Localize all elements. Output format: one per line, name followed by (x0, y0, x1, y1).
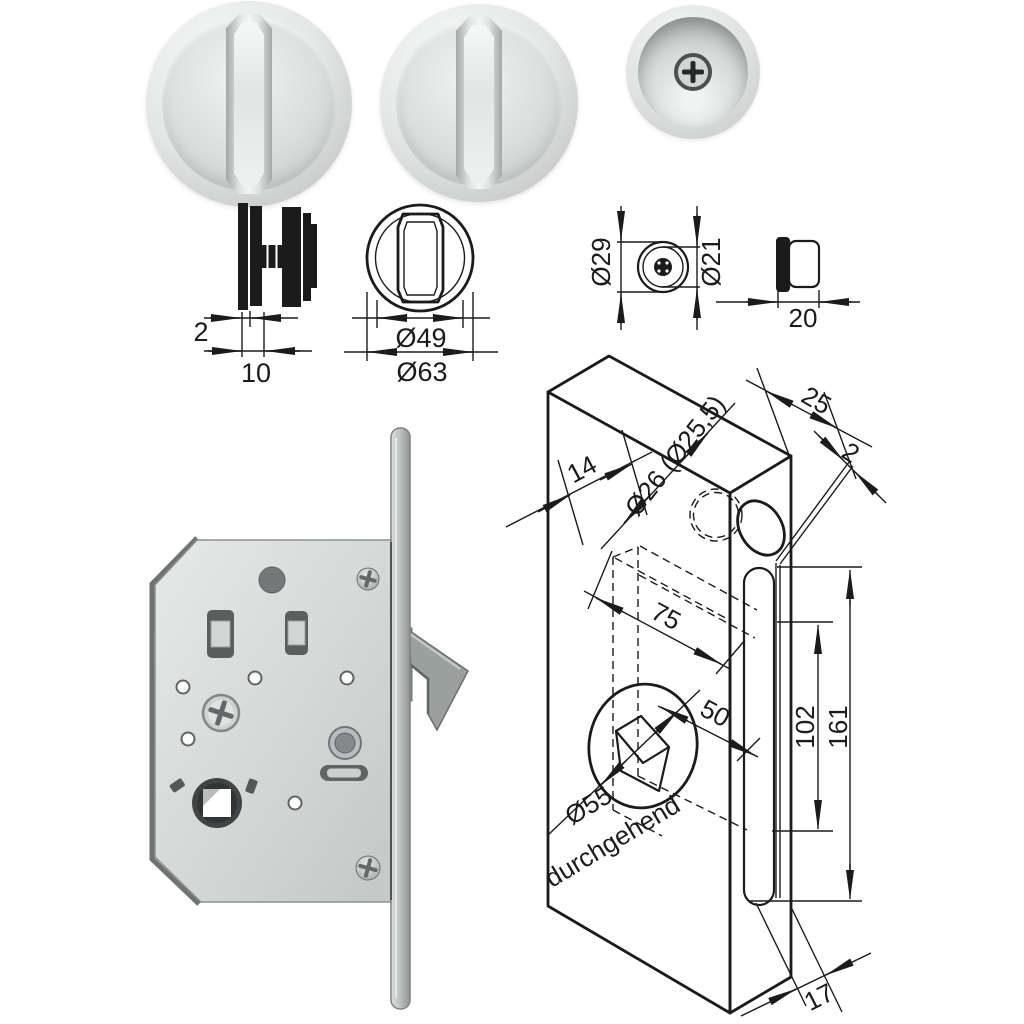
faceplate (390, 427, 411, 1010)
thumbturn-rosette-photo-left (146, 1, 352, 207)
face-bore (587, 682, 699, 810)
screw-top-right (356, 567, 380, 591)
spindle-hole (614, 714, 671, 793)
through-holes (175, 670, 355, 811)
thumbturn-bar (226, 14, 272, 194)
thumbturn-outline (396, 212, 445, 304)
dim-knob-diameter: Ø49 (395, 323, 446, 353)
screw-bottom-right (355, 855, 381, 881)
dim-faceplate-thickness: 2 (837, 436, 865, 469)
dim-cutout-length: 102 (790, 705, 820, 748)
dim-cup-depth: 20 (789, 303, 818, 333)
door-top-face (546, 354, 793, 458)
spindle-hub (192, 778, 242, 828)
installation-drawing: 14 Ø26 (Ø25,5) 25 2 75 50 102 161 Ø55 du… (505, 354, 887, 1017)
phillips-screw-icon (674, 53, 712, 91)
dim-edge-bore-offset: 25 (796, 380, 836, 420)
dim-flange-thickness: 2 (193, 317, 208, 347)
dim-cup-recess-diameter: Ø21 (696, 237, 726, 286)
rosette-front-view: Ø49 Ø63 (344, 203, 498, 387)
hook-bolt (406, 627, 469, 732)
screw-large (201, 693, 241, 733)
dim-edge-bore-diameter: Ø26 (Ø25,5) (619, 389, 732, 521)
mortise-lock-photo (149, 427, 469, 1010)
dim-face-bore-diameter: Ø55 (560, 780, 618, 831)
edge-bore (736, 499, 786, 557)
flush-cup-photo (626, 5, 760, 139)
door-edge-face (728, 454, 793, 1015)
thumbturn-bar (456, 17, 502, 189)
dim-backset: 75 (646, 596, 686, 636)
rosette-side-view: 2 10 (193, 203, 317, 388)
cup-side-view: 20 (716, 237, 860, 333)
dim-assembly-depth: 10 (241, 358, 271, 388)
dim-rosette-diameter: Ø63 (396, 357, 447, 387)
dim-door-thickness: 17 (799, 977, 838, 1017)
lock-case (154, 539, 392, 903)
cup-top-view: Ø29 Ø21 (586, 206, 726, 330)
thumbturn-rosette-photo-right (380, 4, 578, 202)
dim-cup-outer-diameter: Ø29 (586, 237, 616, 286)
case-hole (258, 566, 286, 594)
dim-faceplate-length: 161 (823, 705, 853, 748)
door-block (546, 354, 793, 1015)
lock-case-edge (149, 536, 201, 906)
faceplate-slot (742, 566, 776, 907)
dimension-lines (505, 367, 887, 1017)
dim-face-offset: 14 (562, 449, 602, 489)
